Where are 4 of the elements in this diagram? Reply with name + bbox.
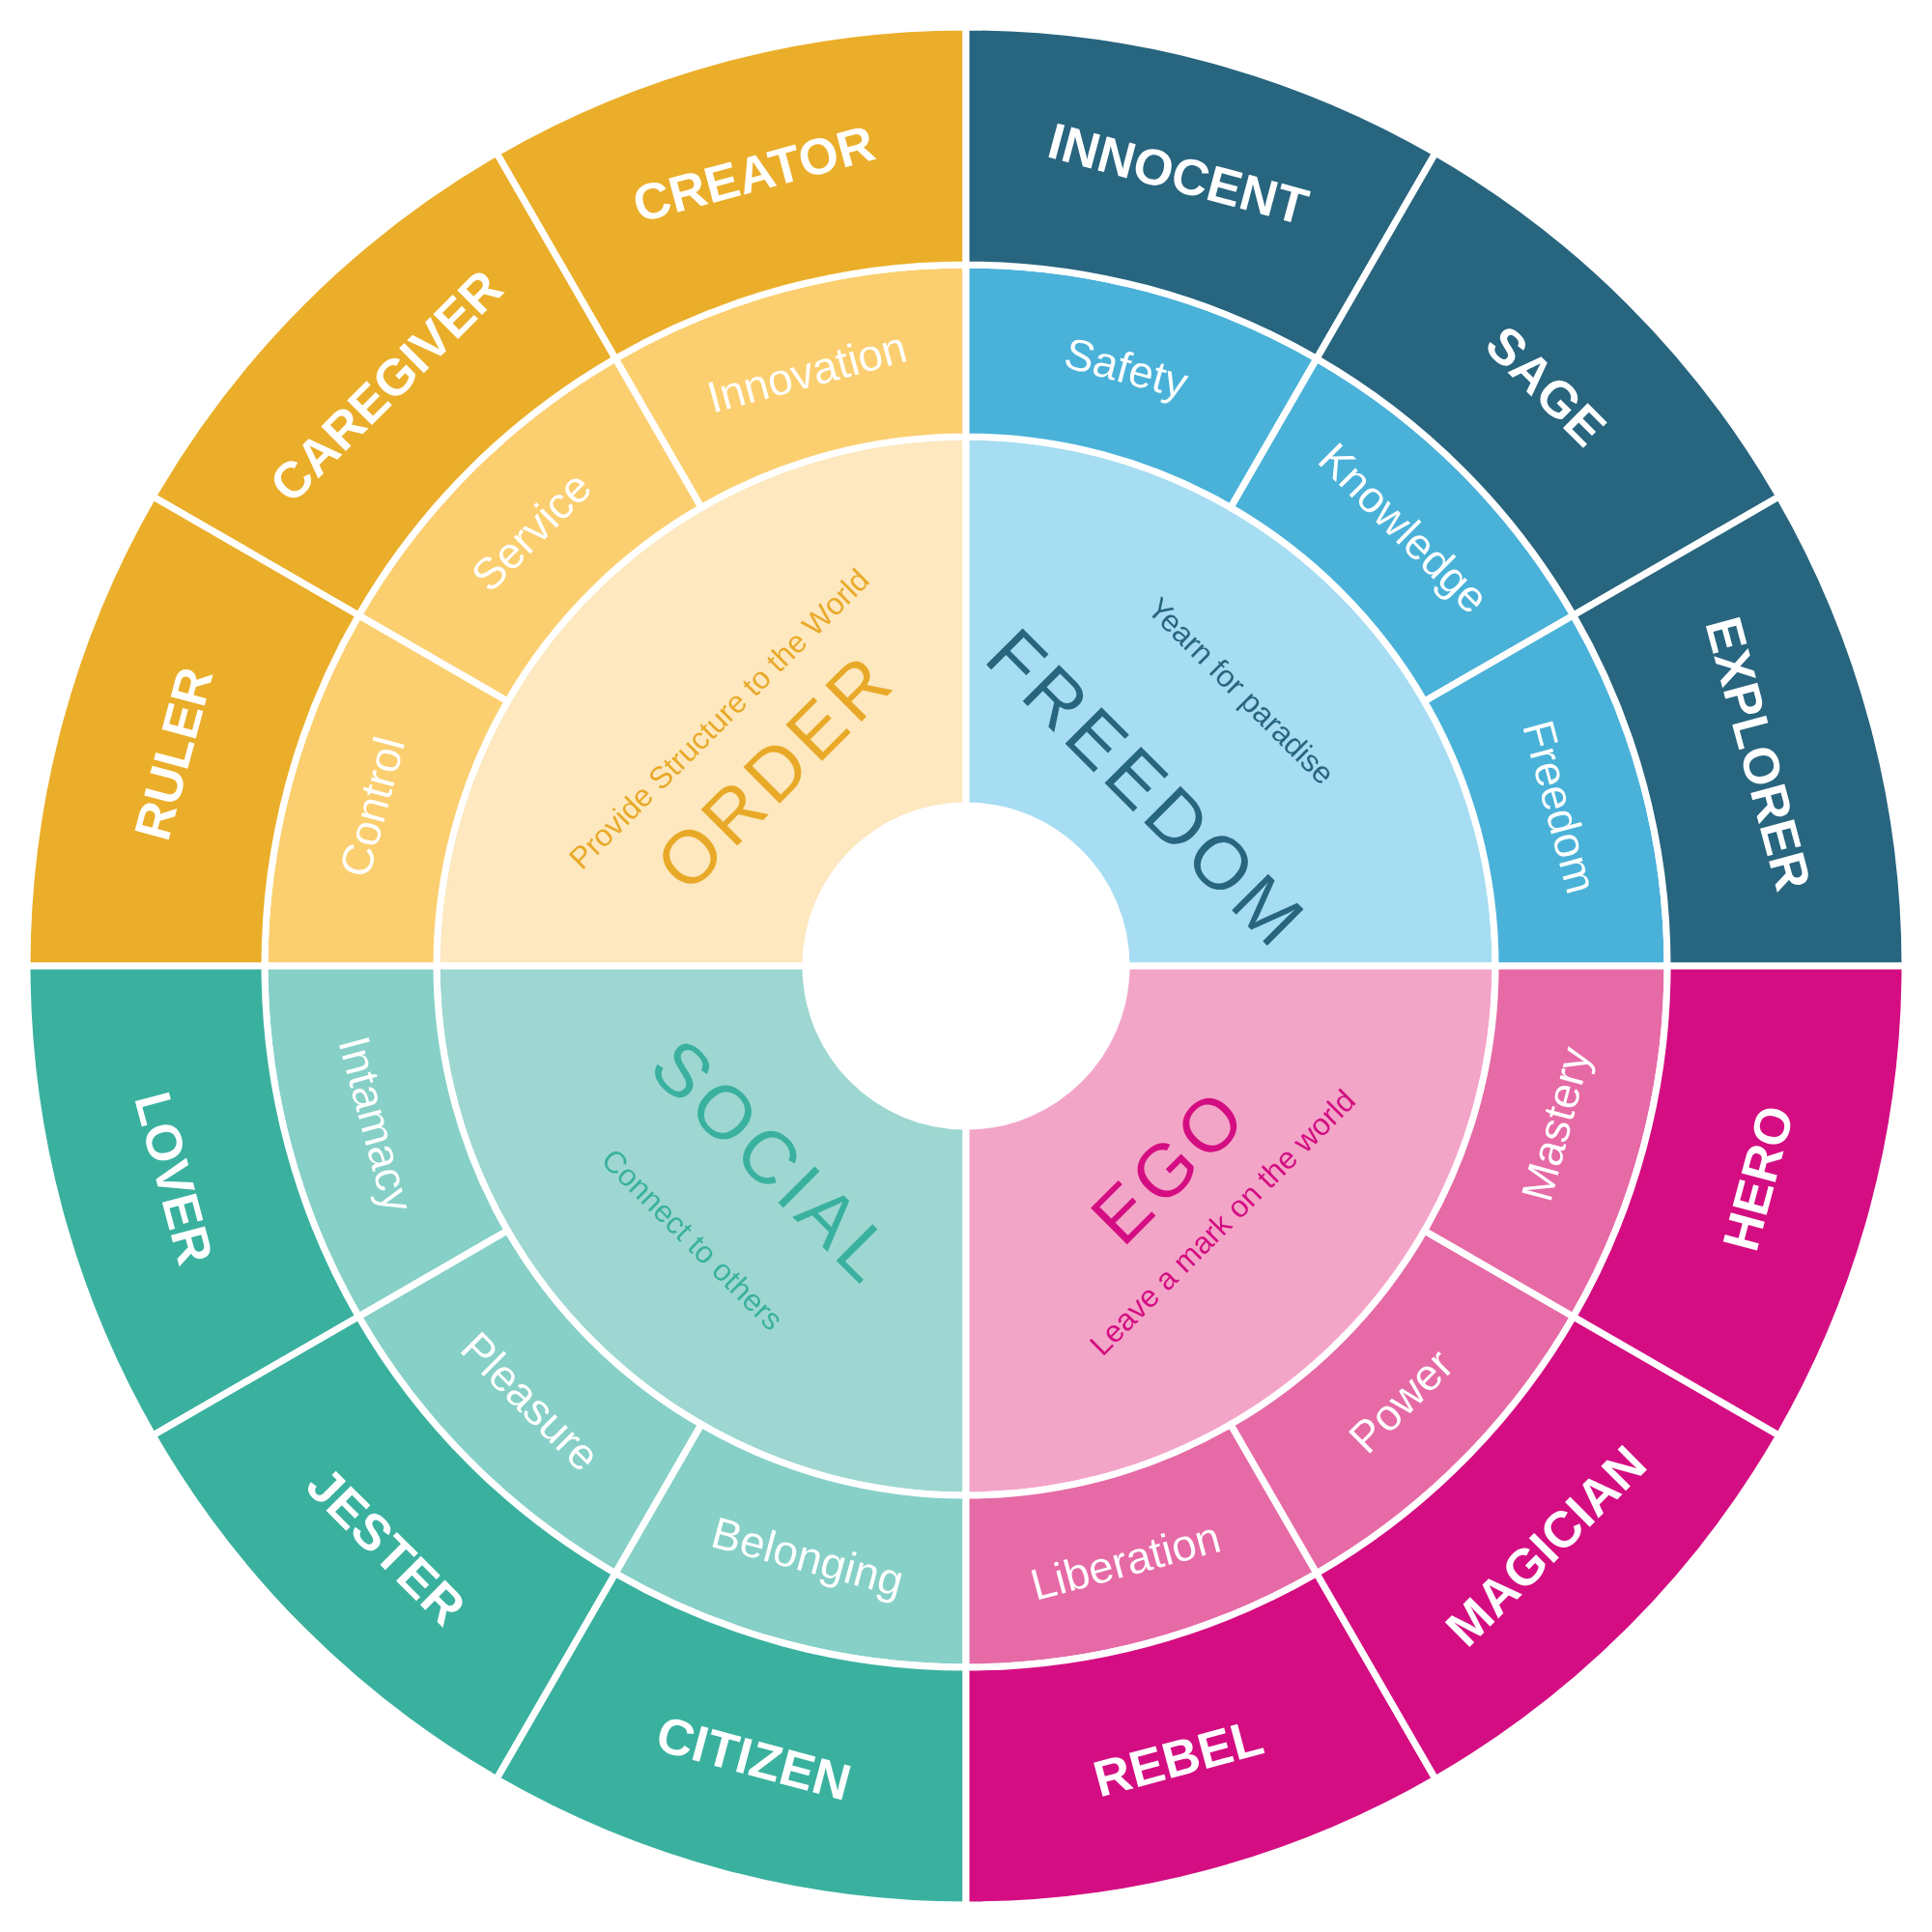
node-label: HERO xyxy=(1722,1108,1791,1251)
ring-segment: Liberation xyxy=(962,1421,1321,1671)
node-label: REBEL xyxy=(1094,1723,1265,1797)
node-label: CITIZEN xyxy=(659,1719,851,1801)
